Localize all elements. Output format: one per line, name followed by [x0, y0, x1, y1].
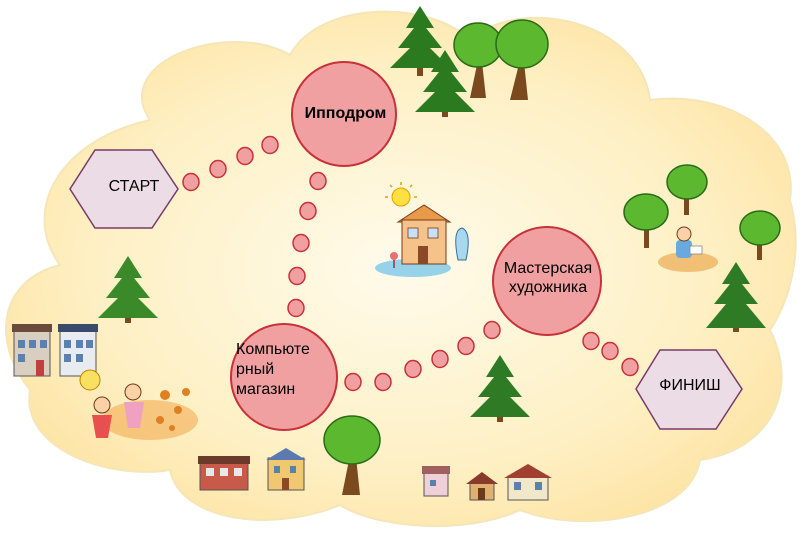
leafy-tree-icon — [453, 22, 503, 98]
path-dot — [404, 359, 422, 379]
path-dot — [431, 349, 449, 369]
leafy-tree-icon — [495, 19, 549, 100]
leafy-tree-icon — [623, 193, 669, 248]
finish-hexagon[interactable] — [635, 349, 743, 430]
hippodrome-circle[interactable] — [291, 61, 397, 167]
house-icon — [58, 324, 98, 377]
leafy-tree-icon — [739, 210, 781, 260]
house-icon — [266, 448, 306, 491]
sun-icon — [391, 187, 411, 207]
path-dots — [182, 135, 639, 392]
path-dot — [209, 159, 227, 179]
house-icon — [504, 464, 552, 501]
path-dot — [292, 233, 310, 253]
path-dot — [236, 146, 254, 166]
path-dot — [344, 372, 362, 392]
path-dot — [299, 201, 317, 221]
path-dot — [288, 266, 306, 286]
fir-tree-icon — [390, 6, 450, 76]
path-dot — [457, 336, 475, 356]
house-icon — [422, 466, 450, 497]
leafy-tree-icon — [323, 415, 381, 495]
leafy-tree-icon — [666, 164, 708, 215]
path-dot — [182, 172, 200, 192]
house-with-sun-icon — [375, 182, 469, 277]
fir-tree-icon — [98, 256, 158, 323]
path-dot — [287, 298, 305, 318]
path-dot — [621, 357, 639, 377]
start-hexagon[interactable] — [69, 149, 179, 229]
children-icon — [79, 369, 198, 440]
house-icon — [198, 456, 250, 491]
house-icon — [466, 472, 498, 501]
path-dot — [601, 341, 619, 361]
path-dot — [582, 331, 600, 351]
artist-workshop-circle[interactable] — [492, 226, 602, 336]
path-dot — [309, 171, 327, 191]
computer-store-circle[interactable] — [230, 323, 338, 431]
girl-reading-icon — [658, 226, 718, 272]
path-dot — [261, 135, 279, 155]
house-icon — [12, 324, 52, 377]
path-dot — [374, 372, 392, 392]
path-dot — [483, 320, 501, 340]
fir-tree-icon — [706, 262, 766, 332]
fir-tree-icon — [470, 355, 530, 422]
fir-tree-icon — [415, 50, 475, 117]
